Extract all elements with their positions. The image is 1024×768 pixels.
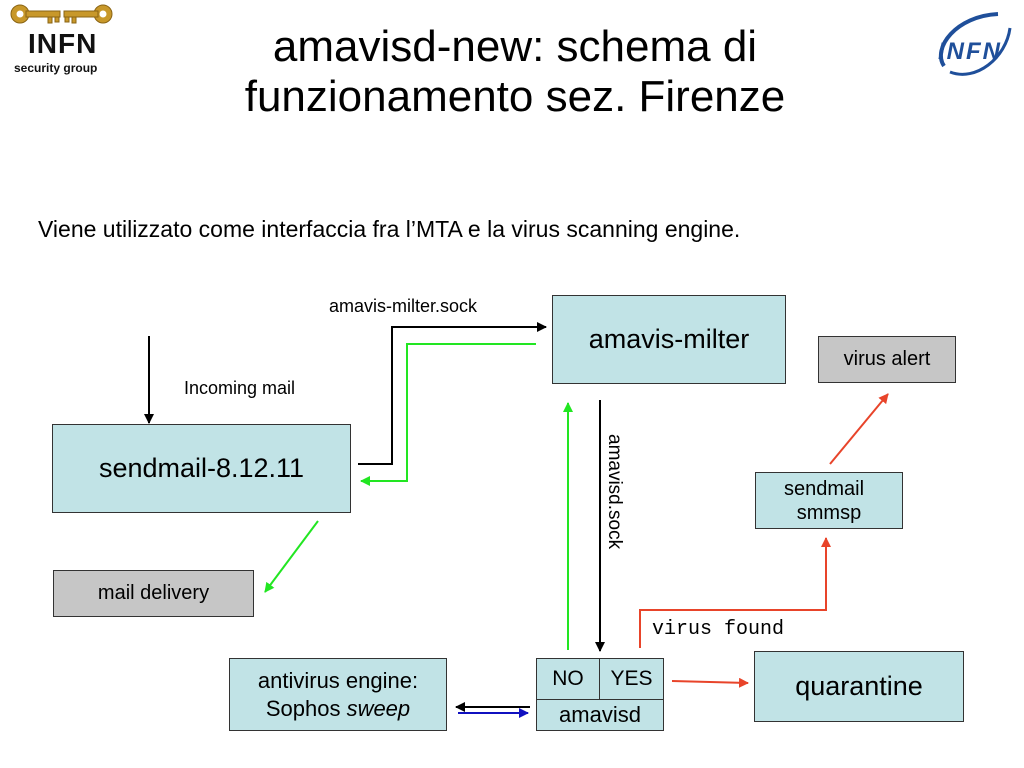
quarantine-node: quarantine [754, 651, 964, 722]
mail-delivery-node: mail delivery [53, 570, 254, 617]
logo-infn-text: INFN [28, 28, 98, 59]
amavisd-yes-cell: YES [599, 658, 664, 700]
sendmail-node-label: sendmail-8.12.11 [98, 453, 305, 483]
antivirus-engine-node: antivirus engine: Sophos sweep [229, 658, 447, 731]
antivirus-line-2: Sophos sweep [266, 695, 410, 723]
sendmail-to-milter-arrow [358, 322, 547, 465]
milter-to-sendmail-arrow [360, 343, 536, 486]
amavisd-no-label: NO [552, 667, 584, 690]
infn-swoosh-icon [938, 12, 1012, 76]
virus-alert-node-label: virus alert [843, 348, 931, 370]
title-line-2: funzionamento sez. Firenze [244, 72, 786, 121]
antivirus-line-1: antivirus engine: [257, 667, 419, 693]
incoming-mail-label: Incoming mail [184, 378, 296, 398]
mail-delivery-node-label: mail delivery [97, 582, 210, 604]
quarantine-node-label: quarantine [795, 671, 923, 701]
amavis-milter-node-label: amavis-milter [588, 324, 750, 354]
yes-to-quarantine-arrow [671, 677, 749, 688]
antivirus-sophos: Sophos [265, 695, 347, 721]
sendmail-smmsp-node: sendmail smmsp [755, 472, 903, 529]
antivirus-sweep: sweep [346, 695, 411, 721]
amavisd-node: amavisd [536, 699, 664, 731]
page-title: amavisd-new: schema di funzionamento sez… [150, 22, 880, 122]
amavisd-no-cell: NO [536, 658, 600, 700]
virus-found-label: virus found [652, 618, 785, 641]
to-mail-delivery-arrow [264, 520, 319, 593]
sendmail-node: sendmail-8.12.11 [52, 424, 351, 513]
amavisd-sock-label: amavisd.sock [604, 434, 625, 550]
sendmail-smmsp-line-2: smmsp [796, 501, 862, 524]
virus-alert-node: virus alert [818, 336, 956, 383]
sendmail-smmsp-line-1: sendmail [783, 477, 865, 500]
key-icon [10, 4, 113, 24]
logo-security-group-text: security group [14, 61, 98, 75]
logo-infn-right-text: INFN [938, 38, 1002, 65]
title-line-1: amavisd-new: schema di [272, 22, 758, 71]
amavis-milter-sock-label: amavis-milter.sock [329, 296, 478, 316]
amavis-milter-node: amavis-milter [552, 295, 786, 384]
amavisd-node-label: amavisd [559, 702, 641, 727]
virus-found-arrow [639, 537, 831, 648]
subtitle: Viene utilizzato come interfaccia fra l’… [38, 216, 741, 242]
smmsp-to-virus-alert-arrow [829, 393, 889, 465]
infn-security-group-logo: INFN security group [8, 0, 116, 80]
amavisd-yes-label: YES [610, 667, 653, 690]
infn-logo: INFN [926, 8, 1016, 88]
